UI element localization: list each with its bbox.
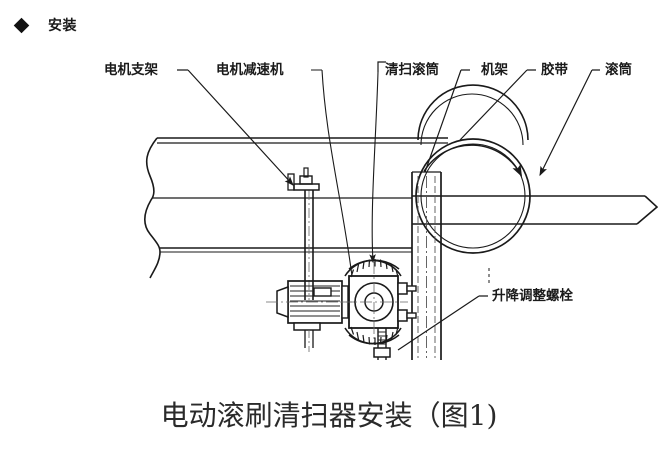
- bracket-bolt-top: [287, 167, 320, 191]
- lift-adjust-bolt: [373, 328, 391, 360]
- drum-pulley: [415, 138, 531, 254]
- figure-caption: 电动滚刷清扫器安装（图1): [160, 399, 498, 432]
- callout-lift-adjust-bolt: 升降调整螺栓: [492, 288, 573, 304]
- mounting-bolts: [397, 282, 417, 322]
- rotation-arrow: [423, 144, 522, 177]
- frame-post: [411, 171, 442, 360]
- section-header: 安装: [0, 0, 658, 46]
- page-title: 安装: [48, 18, 77, 34]
- callout-frame: 机架: [481, 62, 508, 78]
- callout-cleaning-roller: 清扫滚筒: [385, 62, 439, 78]
- callout-drum: 滚筒: [605, 62, 632, 78]
- motor: [266, 280, 356, 352]
- callout-belt: 胶带: [541, 62, 568, 78]
- break-line-left: [144, 137, 161, 279]
- gear-reducer: [340, 262, 408, 344]
- leader-lines: [177, 61, 600, 351]
- motor-bracket-post: [304, 190, 314, 300]
- callout-motor-bracket: 电机支架: [104, 62, 158, 78]
- frame-post-centerlines: [417, 176, 436, 358]
- belt-return-strand: [412, 195, 658, 225]
- conveyor-belt: [152, 84, 529, 253]
- callout-motor-reducer: 电机减速机: [216, 62, 284, 78]
